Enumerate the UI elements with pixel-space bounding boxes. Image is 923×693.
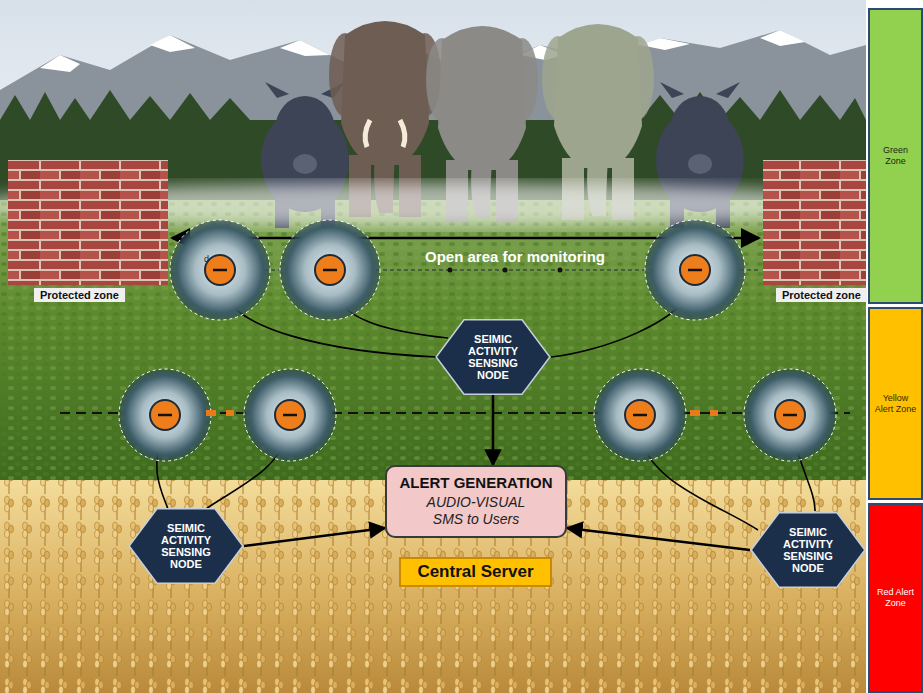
zone-tag: Protected zone: [34, 288, 125, 302]
zone-tag: Protected zone: [776, 288, 867, 302]
node-title: SEIMIC ACTIVITY SENSING NODE: [776, 526, 840, 574]
sensing-node-hexagon: SEIMIC ACTIVITY SENSING NODE: [750, 512, 866, 588]
sensing-node-hexagon: SEIMIC ACTIVITY SENSING NODE: [128, 508, 244, 584]
alert-zone-band: Yellow Alert Zone: [868, 307, 923, 500]
sensing-node-hexagon: SEIMIC ACTIVITY SENSING NODE: [435, 319, 551, 395]
node-title: Protected zone: [40, 288, 119, 302]
alert-zone-band: Red Alert Zone: [868, 503, 923, 693]
node-title: Protected zone: [782, 288, 861, 302]
seismic-sensors: [119, 220, 836, 461]
hexagon-outline: [751, 513, 865, 587]
node-title: ALERT GENERATION: [393, 474, 559, 492]
area-label: Open area for monitoring: [425, 248, 605, 266]
hexagon-text: SEIMIC ACTIVITY SENSING NODE: [461, 333, 525, 381]
landscape: [0, 0, 866, 693]
alert-box: ALERT GENERATION AUDIO-VISUAL SMS to User…: [385, 465, 567, 538]
hexagon-text: SEIMIC ACTIVITY SENSING NODE: [154, 522, 218, 570]
hexagon-outline: [129, 509, 243, 583]
node-title: Red Alert Zone: [875, 587, 917, 609]
node-title: Green Zone: [875, 145, 917, 167]
hexagon-text: SEIMIC ACTIVITY SENSING NODE: [776, 526, 840, 574]
node-title: SEIMIC ACTIVITY SENSING NODE: [154, 522, 218, 570]
distance-label: d: [204, 254, 209, 264]
node-title: SEIMIC ACTIVITY SENSING NODE: [461, 333, 525, 381]
node-title: Yellow Alert Zone: [875, 393, 917, 415]
node-body: AUDIO-VISUAL SMS to Users: [424, 494, 528, 528]
signal-arrow: [492, 395, 495, 465]
hexagon-outline: [436, 320, 550, 394]
alert-zone-band: Green Zone: [868, 8, 923, 304]
signal-arrow: [567, 528, 750, 550]
node-title: Central Server: [405, 562, 546, 582]
signal-arrow: [244, 528, 385, 546]
server-box: Central Server: [399, 557, 552, 587]
